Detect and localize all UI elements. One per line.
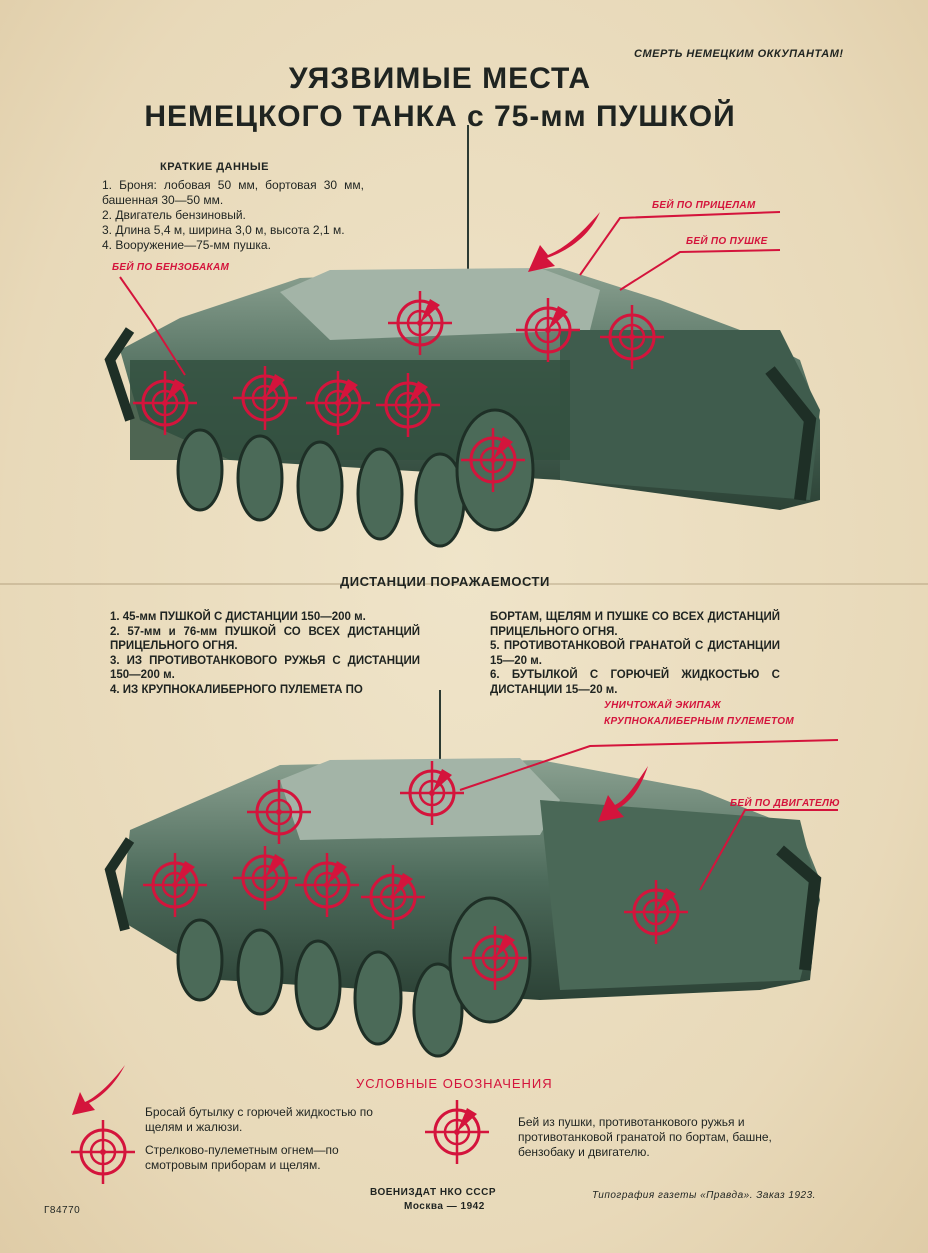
brief-list: 1. Броня: лобовая 50 мм, бортовая 30 мм,… [102, 178, 364, 253]
list-item: 3. Длина 5,4 м, ширина 3,0 м, высота 2,1… [102, 223, 345, 237]
legend-heading: УСЛОВНЫЕ ОБОЗНАЧЕНИЯ [356, 1076, 553, 1091]
callout-crew-line-2: КРУПНОКАЛИБЕРНЫМ ПУЛЕМЕТОМ [604, 716, 794, 727]
list-item: 6. БУТЫЛКОЙ С ГОРЮЧЕЙ ЖИДКОСТЬЮ С ДИСТАН… [490, 669, 780, 696]
bottom-leader-lines [459, 739, 839, 891]
top-leader-lines [119, 211, 781, 376]
title-line-2: НЕМЕЦКОГО ТАНКА с 75-мм ПУШКОЙ [144, 100, 736, 133]
top-tank-illustration [104, 125, 820, 548]
list-item: 2. Двигатель бензиновый. [102, 208, 246, 222]
title-line-1: УЯЗВИМЫЕ МЕСТА [288, 62, 592, 95]
distances-right-column: БОРТАМ, ЩЕЛЯМ И ПУШКЕ СО ВСЕХ ДИСТАНЦИЙ … [490, 610, 780, 697]
distances-left-column: 1. 45-мм ПУШКОЙ С ДИСТАНЦИИ 150—200 м. 2… [110, 610, 420, 697]
list-item: БОРТАМ, ЩЕЛЯМ И ПУШКЕ СО ВСЕХ ДИСТАНЦИЙ … [490, 611, 780, 638]
callout-gun: БЕЙ ПО ПУШКЕ [686, 236, 768, 247]
printer-credit: Типография газеты «Правда». Заказ 1923. [592, 1190, 816, 1201]
publisher-line-2: Москва — 1942 [404, 1201, 485, 1212]
callout-sights: БЕЙ ПО ПРИЦЕЛАМ [652, 200, 756, 211]
legend-gun-target-icon [425, 1100, 489, 1164]
legend-bottle-arrow-icon [72, 1065, 125, 1115]
top-bottle-arrow-icon [528, 212, 600, 272]
legend-target-icon [69, 1118, 137, 1186]
list-item: 4. Вооружение—75-мм пушка. [102, 238, 271, 252]
legend-bottle-text: Бросай бутылку с горючей жидкостью по ще… [145, 1105, 373, 1134]
paper-fold-line [0, 583, 928, 585]
legend-gun-text: Бей из пушки, противотанкового ружья и п… [518, 1115, 772, 1159]
list-item: 2. 57-мм и 76-мм ПУШКОЙ СО ВСЕХ ДИСТАНЦИ… [110, 625, 420, 653]
callout-engine: БЕЙ ПО ДВИГАТЕЛЮ [730, 798, 840, 809]
list-item: 4. ИЗ КРУПНОКАЛИБЕРНОГО ПУЛЕМЕТА ПО [110, 683, 363, 696]
bottom-bottle-arrow-icon [598, 766, 648, 822]
distances-heading: ДИСТАНЦИИ ПОРАЖАЕМОСТИ [340, 574, 550, 589]
slogan: СМЕРТЬ НЕМЕЦКИМ ОККУПАНТАМ! [634, 48, 844, 60]
bottom-tank-illustration [104, 690, 822, 1058]
legend-target-text: Стрелково-пулеметным огнем—по смотровым … [145, 1143, 339, 1172]
list-item: 3. ИЗ ПРОТИВОТАНКОВОГО РУЖЬЯ С ДИСТАНЦИИ… [110, 654, 420, 682]
page-title: УЯЗВИМЫЕ МЕСТА НЕМЕЦКОГО ТАНКА с 75-мм П… [120, 60, 760, 136]
list-item: 5. ПРОТИВОТАНКОВОЙ ГРАНАТОЙ С ДИСТАНЦИИ … [490, 640, 780, 667]
list-item: 1. Броня: лобовая 50 мм, бортовая 30 мм,… [102, 178, 364, 207]
callout-fuel-tanks: БЕЙ ПО БЕНЗОБАКАМ [112, 262, 230, 273]
publisher-line-1: ВОЕНИЗДАТ НКО СССР [370, 1187, 497, 1198]
list-item: 1. 45-мм ПУШКОЙ С ДИСТАНЦИИ 150—200 м. [110, 611, 366, 623]
callout-crew-line-1: УНИЧТОЖАЙ ЭКИПАЖ [604, 700, 722, 711]
print-code: Г84770 [44, 1205, 81, 1216]
brief-heading: КРАТКИЕ ДАННЫЕ [160, 161, 269, 173]
